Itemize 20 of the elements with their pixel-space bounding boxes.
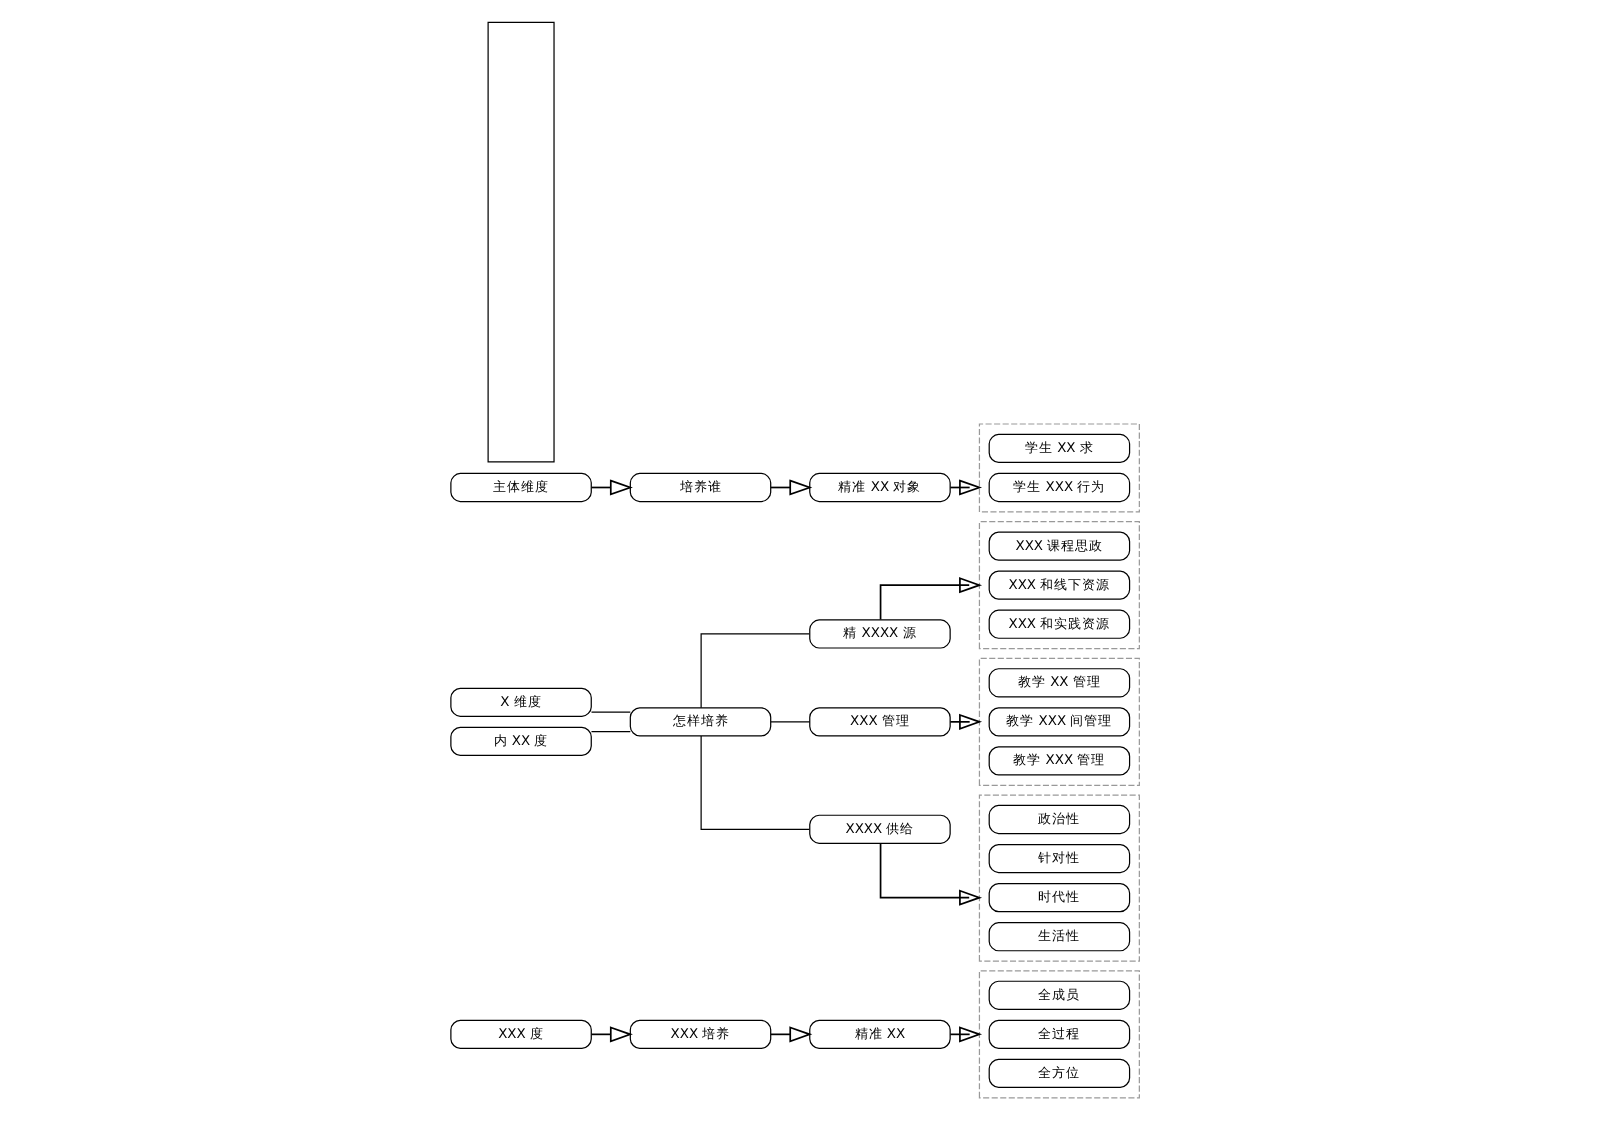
arrow bbox=[589, 479, 632, 496]
arrow bbox=[769, 1026, 812, 1043]
cluster bbox=[977, 657, 1139, 786]
connector bbox=[769, 721, 810, 723]
cluster bbox=[977, 794, 1139, 962]
arrow bbox=[948, 479, 982, 496]
arrow bbox=[948, 713, 982, 730]
connector bbox=[699, 735, 809, 830]
cluster bbox=[977, 521, 1139, 650]
node-box bbox=[486, 21, 554, 463]
arrow bbox=[948, 1026, 982, 1043]
connector bbox=[699, 633, 809, 709]
connector bbox=[589, 731, 630, 733]
cluster bbox=[977, 970, 1139, 1099]
arrow bbox=[589, 1026, 632, 1043]
connector bbox=[589, 711, 630, 713]
arrow bbox=[878, 577, 982, 621]
cluster bbox=[977, 423, 1139, 513]
arrow bbox=[878, 842, 982, 906]
arrow bbox=[769, 479, 812, 496]
